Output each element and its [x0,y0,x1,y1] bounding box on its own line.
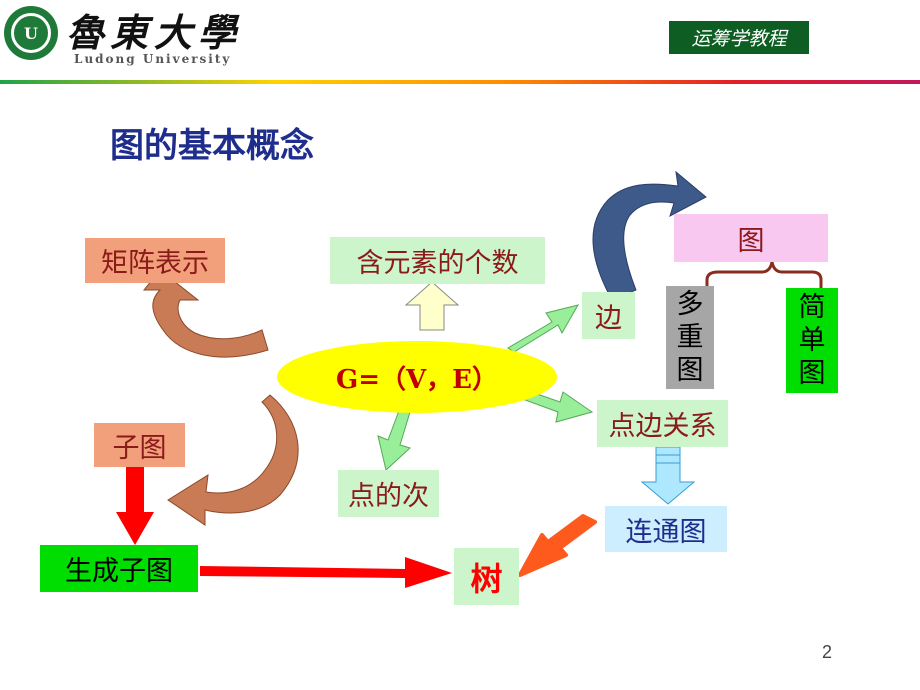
multigraph-char-1: 多 [676,289,704,320]
node-simple-graph: 简 单 图 [786,288,838,393]
simple-graph-char-1: 简 [798,292,826,323]
arrow-up-element-count [404,281,460,331]
curved-arrow-center-to-matrix [142,269,269,358]
arrow-subgraph-to-spanning [116,466,154,545]
node-graph: 图 [674,214,828,262]
arrow-connected-to-tree [518,514,597,577]
curved-arrow-center-to-spanning [167,394,299,526]
course-badge: 运筹学教程 [669,21,809,54]
multigraph-char-2: 重 [676,322,704,353]
university-logo-seal: U [4,6,58,60]
node-subgraph: 子图 [94,423,185,467]
header-divider [0,80,920,84]
logo-mark-icon: U [11,13,51,53]
node-vertex-degree: 点的次 [338,470,439,517]
multigraph-char-3: 图 [676,355,704,386]
node-edge: 边 [582,292,635,339]
node-connected-graph: 连通图 [605,506,727,552]
node-tree: 树 [454,548,519,605]
university-name-en: Ludong University [74,52,232,66]
arrow-center-to-degree [377,407,411,471]
node-vertex-edge-relation: 点边关系 [597,400,728,447]
arrow-spanning-to-tree [200,557,452,588]
arrow-relation-to-connected [640,446,696,505]
node-multigraph: 多 重 图 [666,286,714,389]
arrow-center-to-edge [507,304,580,353]
curved-arrow-edge-to-graph [592,170,707,301]
simple-graph-char-3: 图 [798,358,826,389]
graph-definition-label: G=（V，E） [336,364,498,395]
slide-title: 图的基本概念 [110,126,314,166]
simple-graph-char-2: 单 [798,325,826,356]
node-matrix-representation: 矩阵表示 [85,238,225,283]
node-element-count: 含元素的个数 [330,237,545,284]
center-ellipse [277,341,557,413]
graph-brace [705,261,823,290]
node-spanning-subgraph: 生成子图 [40,545,198,592]
page-number: 2 [822,642,833,662]
university-name-cn: 魯東大學 [66,10,243,55]
